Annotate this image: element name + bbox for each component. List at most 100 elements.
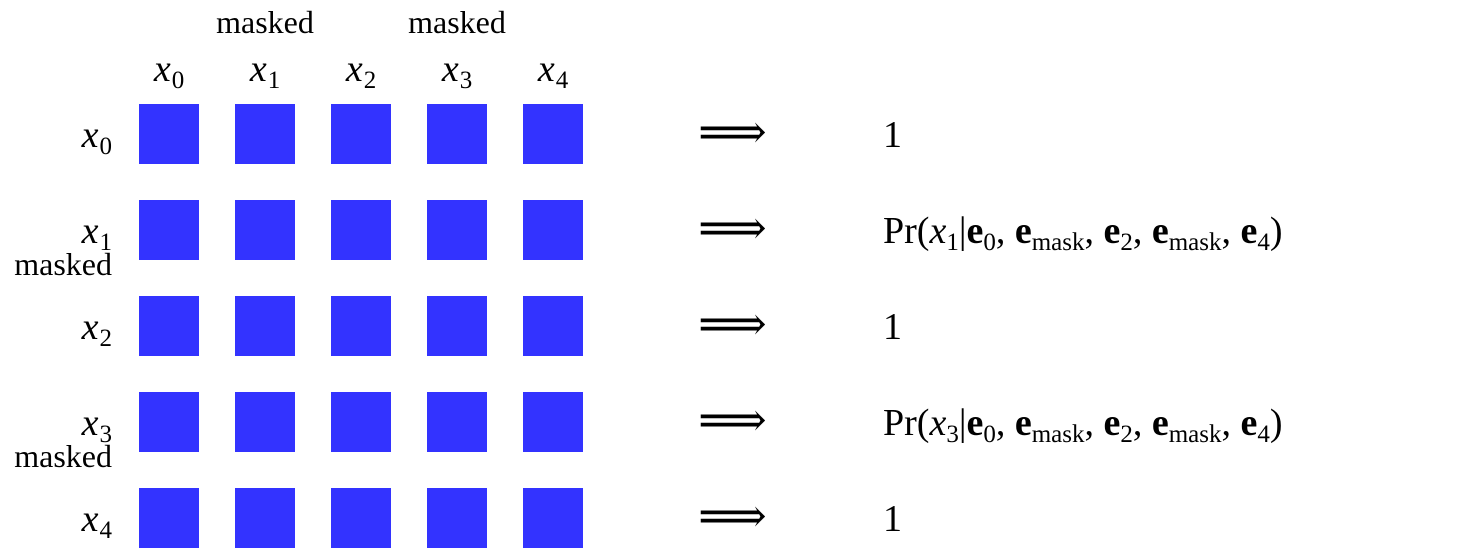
implies-arrow-1: ⟹: [698, 200, 767, 256]
close-paren: ): [1269, 210, 1283, 252]
column-var-0-letter: x: [153, 48, 171, 90]
embedding-subscript-0: 0: [983, 421, 996, 448]
embedding-0: e: [966, 210, 984, 252]
column-var-2: x2: [345, 48, 376, 93]
embedding-0: e: [966, 402, 984, 444]
embedding-3: e: [1151, 210, 1169, 252]
mask-cell-1-1: [235, 200, 295, 260]
mask-cell-2-2: [331, 296, 391, 356]
row-label-3: x3: [0, 404, 112, 447]
implies-arrow-0: ⟹: [698, 104, 767, 160]
pr-text: Pr: [883, 402, 917, 444]
column-label-1: x1: [225, 50, 305, 93]
mask-cell-1-4: [523, 200, 583, 260]
comma-0: ,: [995, 210, 1015, 252]
mask-cell-4-3: [427, 488, 487, 548]
result-value-4: 1: [883, 498, 902, 540]
embedding-subscript-4: 4: [1257, 229, 1270, 256]
mask-cell-3-3: [427, 392, 487, 452]
mask-cell-3-2: [331, 392, 391, 452]
comma-3: ,: [1221, 402, 1241, 444]
mask-cell-4-2: [331, 488, 391, 548]
row-var-2-subscript: 2: [99, 325, 113, 352]
embedding-subscript-3: mask: [1168, 229, 1222, 256]
column-label-3: x3: [417, 50, 497, 93]
column-var-3-letter: x: [441, 48, 459, 90]
row-var-1-subscript: 1: [99, 229, 113, 256]
row-var-0: x0: [82, 114, 112, 159]
row-var-3-subscript: 3: [99, 421, 113, 448]
implies-arrow-2: ⟹: [698, 296, 767, 352]
row-masked-tag-3: masked: [14, 438, 112, 474]
mask-cell-0-1: [235, 104, 295, 164]
column-label-0: x0: [129, 50, 209, 93]
row-var-3-letter: x: [81, 402, 99, 444]
row-var-4-letter: x: [81, 498, 99, 540]
embedding-4: e: [1240, 402, 1258, 444]
row-result-4: 1: [883, 500, 902, 538]
mask-cell-0-3: [427, 104, 487, 164]
pr-text: Pr: [883, 210, 917, 252]
mask-cell-1-0: [139, 200, 199, 260]
row-result-0: 1: [883, 116, 902, 154]
embedding-4: e: [1240, 210, 1258, 252]
embedding-subscript-2: 2: [1120, 421, 1133, 448]
mask-cell-4-1: [235, 488, 295, 548]
row-var-4: x4: [81, 498, 112, 543]
column-var-3-subscript: 3: [459, 67, 473, 94]
result-value-2: 1: [883, 306, 902, 348]
comma-3: ,: [1221, 210, 1241, 252]
row-result-2: 1: [883, 308, 902, 346]
implies-arrow-4: ⟹: [698, 488, 767, 544]
open-paren: (: [916, 402, 930, 444]
open-paren: (: [916, 210, 930, 252]
mask-cell-3-4: [523, 392, 583, 452]
embedding-2: e: [1103, 210, 1121, 252]
row-label-0: x0: [0, 116, 112, 159]
given-bar: |: [958, 402, 967, 444]
comma-1: ,: [1084, 402, 1104, 444]
mask-cell-2-1: [235, 296, 295, 356]
column-label-2: x2: [321, 50, 401, 93]
given-bar: |: [958, 210, 967, 252]
embedding-2: e: [1103, 402, 1121, 444]
row-masked-tag-1: masked: [14, 246, 112, 282]
column-label-4: x4: [513, 50, 593, 93]
row-var-1: x1: [81, 210, 112, 255]
mask-cell-2-0: [139, 296, 199, 356]
mask-cell-3-1: [235, 392, 295, 452]
mask-cell-4-0: [139, 488, 199, 548]
row-var-2: x2: [81, 306, 112, 351]
column-var-1-subscript: 1: [267, 67, 281, 94]
mask-cell-1-2: [331, 200, 391, 260]
embedding-1: e: [1014, 402, 1032, 444]
embedding-subscript-4: 4: [1257, 421, 1270, 448]
column-masked-tag-1: masked: [216, 4, 314, 40]
target-var: x: [929, 402, 947, 444]
implies-arrow-3: ⟹: [698, 392, 767, 448]
mask-cell-2-4: [523, 296, 583, 356]
column-var-4-subscript: 4: [555, 67, 569, 94]
embedding-subscript-1: mask: [1031, 421, 1085, 448]
mask-cell-3-0: [139, 392, 199, 452]
row-var-1-letter: x: [81, 210, 99, 252]
comma-2: ,: [1132, 402, 1152, 444]
column-var-2-letter: x: [345, 48, 363, 90]
mask-cell-0-4: [523, 104, 583, 164]
column-var-0: x0: [153, 48, 184, 93]
mask-cell-1-3: [427, 200, 487, 260]
row-result-1: Pr(x1|e0, emask, e2, emask, e4): [883, 212, 1283, 255]
comma-2: ,: [1132, 210, 1152, 252]
target-var-subscript: 3: [946, 421, 959, 448]
row-label-2: x2: [0, 308, 112, 351]
column-var-0-subscript: 0: [171, 67, 185, 94]
column-var-4: x4: [538, 48, 568, 93]
row-var-0-subscript: 0: [99, 133, 113, 160]
embedding-3: e: [1151, 402, 1169, 444]
mask-cell-4-4: [523, 488, 583, 548]
row-label-4: x4: [0, 500, 112, 543]
row-var-3: x3: [81, 402, 112, 447]
row-result-3: Pr(x3|e0, emask, e2, emask, e4): [883, 404, 1283, 447]
mask-cell-0-0: [139, 104, 199, 164]
row-var-2-letter: x: [81, 306, 99, 348]
